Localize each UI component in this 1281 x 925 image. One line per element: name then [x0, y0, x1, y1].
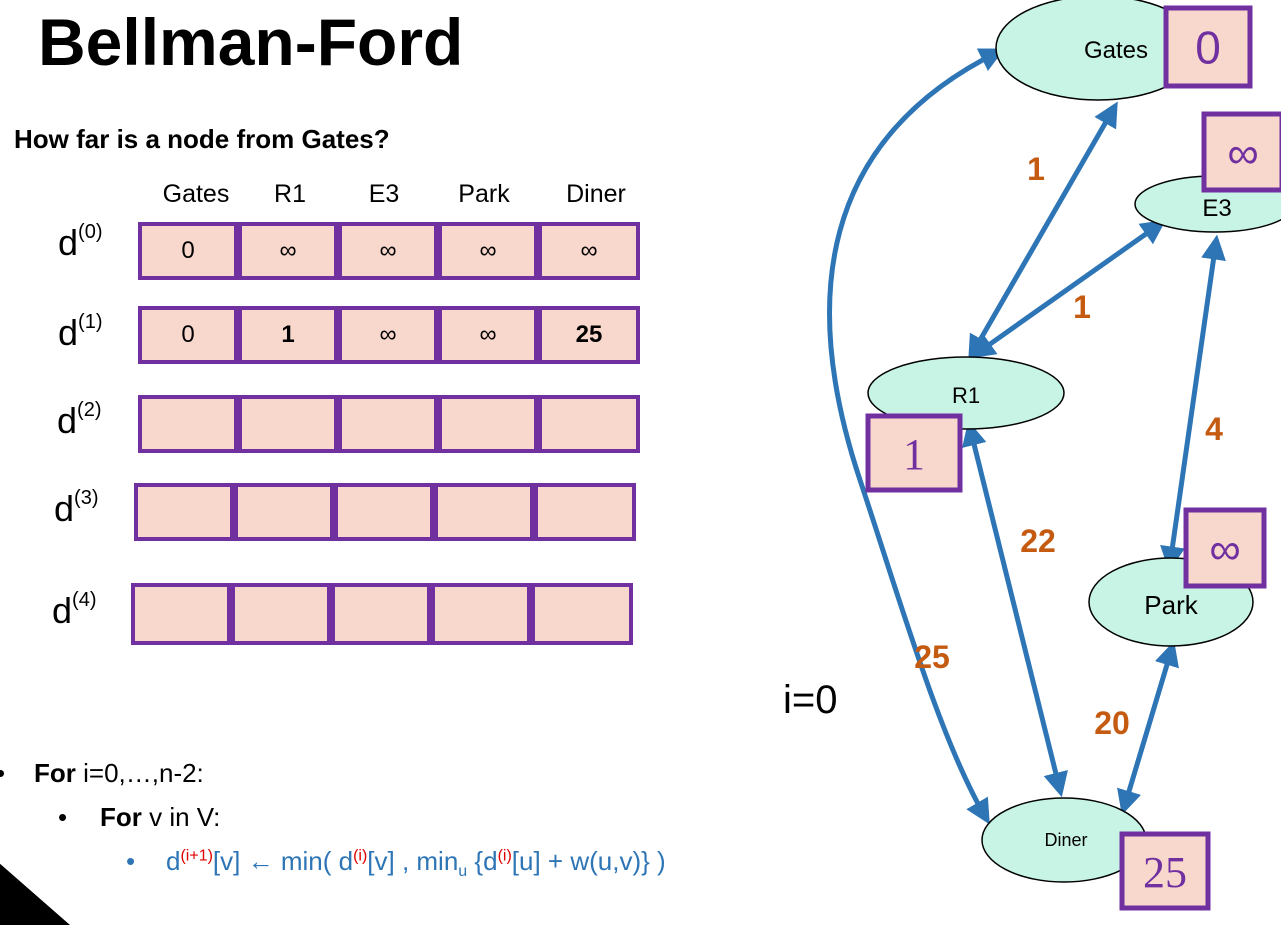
row-label-d3: d(3) [54, 487, 99, 529]
node-label-diner: Diner [1044, 830, 1087, 850]
cell-d1-e3: ∞ [338, 306, 438, 364]
edge-weight-park-diner: 20 [1094, 705, 1130, 741]
distance-value-r1: 1 [903, 430, 925, 479]
edge-weight-e3-park: 4 [1205, 411, 1223, 447]
cell-d3-e3 [334, 483, 434, 541]
cell-d4-gates [131, 583, 231, 645]
pseudocode-line-3: d(i+1)[v] ← min( d(i)[v] , minu {d(i)[u]… [166, 846, 666, 881]
node-label-gates: Gates [1084, 37, 1148, 64]
column-header-park: Park [458, 180, 510, 208]
cell-d0-r1: ∞ [238, 222, 338, 280]
cell-d1-diner: 25 [538, 306, 640, 364]
cell-d1-park: ∞ [438, 306, 538, 364]
corner-decoration [0, 855, 70, 925]
cell-d2-diner [538, 395, 640, 453]
pseudocode-line-1: For i=0,…,n-2: [34, 758, 204, 788]
row-label-d0: d(0) [58, 221, 103, 263]
distance-box-r1 [865, 413, 963, 493]
node-label-park: Park [1144, 590, 1198, 620]
cell-d4-r1 [231, 583, 331, 645]
question-heading: How far is a node from Gates? [14, 124, 390, 154]
row-label-d4: d(4) [52, 589, 97, 631]
row-label-d1: d(1) [58, 311, 103, 353]
distance-value-e3: ∞ [1227, 129, 1258, 178]
column-header-diner: Diner [566, 180, 626, 208]
edge-gates-r1 [968, 101, 1118, 361]
node-r1 [867, 356, 1065, 430]
edge-e3-park [1160, 234, 1226, 572]
row-label-d2: d(2) [57, 399, 102, 441]
cell-d0-diner: ∞ [538, 222, 640, 280]
distance-value-gates: 0 [1195, 22, 1221, 74]
edge-r1-e3 [969, 219, 1167, 359]
cell-d4-park [431, 583, 531, 645]
cell-d4-diner [531, 583, 633, 645]
edge-r1-diner [962, 420, 1068, 798]
cell-d3-diner [534, 483, 636, 541]
distance-box-diner [1119, 831, 1211, 911]
pseudocode-line-2: For v in V: [100, 802, 221, 832]
cell-d3-r1 [234, 483, 334, 541]
column-header-gates: Gates [162, 180, 230, 208]
cell-d3-gates [134, 483, 234, 541]
page-title: Bellman-Ford [38, 5, 464, 79]
node-label-e3: E3 [1202, 195, 1231, 222]
cell-d3-park [434, 483, 534, 541]
cell-d2-gates [138, 395, 238, 453]
cell-d2-park [438, 395, 538, 453]
cell-d0-park: ∞ [438, 222, 538, 280]
distance-box-gates [1163, 5, 1253, 89]
cell-d1-r1: 1 [238, 306, 338, 364]
edge-park-diner [1117, 640, 1179, 816]
cell-d0-gates: 0 [138, 222, 238, 280]
bullet-3: • [126, 846, 136, 876]
distance-value-park: ∞ [1209, 525, 1240, 574]
column-header-r1: R1 [274, 180, 306, 208]
edge-gates-diner [827, 48, 1005, 825]
distance-box-park [1183, 507, 1267, 589]
edge-weight-r1-e3: 1 [1073, 289, 1091, 325]
cell-d2-e3 [338, 395, 438, 453]
iteration-label: i=0 [783, 678, 838, 722]
node-label-r1: R1 [952, 383, 980, 408]
distance-box-e3 [1201, 111, 1281, 193]
cell-d1-gates: 0 [138, 306, 238, 364]
bullet-2: • [58, 802, 68, 832]
cell-d4-e3 [331, 583, 431, 645]
column-header-e3: E3 [368, 180, 400, 208]
edge-weight-gates-diner: 25 [914, 639, 950, 675]
distance-value-diner: 25 [1143, 848, 1187, 897]
cell-d0-e3: ∞ [338, 222, 438, 280]
bullet-1: • [0, 758, 5, 789]
edge-weight-r1-diner: 22 [1020, 523, 1056, 559]
cell-d2-r1 [238, 395, 338, 453]
edge-weight-gates-r1: 1 [1027, 151, 1045, 187]
